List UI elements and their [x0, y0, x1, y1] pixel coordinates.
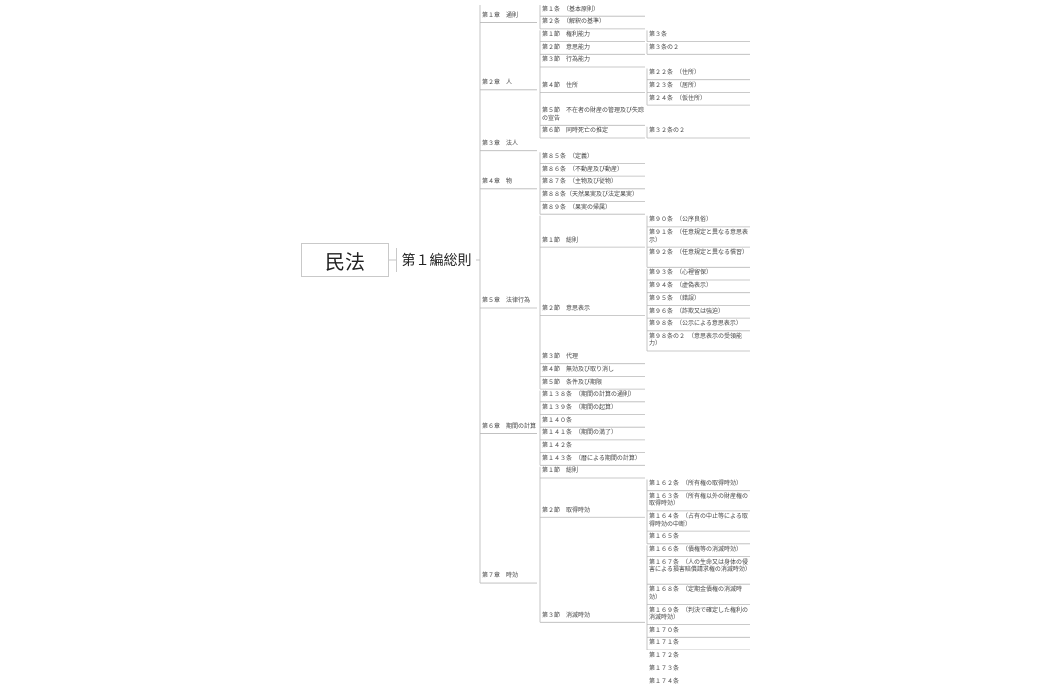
section-node[interactable]: 第８５条 （定義） [541, 153, 645, 161]
chapter-node[interactable]: 第５章 法律行為 [481, 297, 537, 305]
section-node[interactable]: 第１節 総則 [541, 467, 645, 475]
article-node[interactable]: 第９６条 （詐欺又は強迫） [648, 308, 750, 316]
article-node[interactable]: 第３条の２ [648, 44, 750, 52]
chapter-node[interactable]: 第６章 期間の計算 [481, 423, 537, 431]
article-node[interactable]: 第９３条 （心裡留保） [648, 269, 750, 277]
article-node[interactable]: 第１７３条 [648, 665, 750, 673]
section-node[interactable]: 第３節 代理 [541, 353, 645, 361]
article-node[interactable]: 第１６４条 （占有の中止等による取得時効の中断） [648, 513, 750, 528]
section-node[interactable]: 第６節 同時死亡の推定 [541, 127, 645, 135]
article-node[interactable]: 第１７４条 [648, 678, 750, 685]
article-node[interactable]: 第９８条 （公示による意思表示） [648, 320, 750, 328]
section-node[interactable]: 第４節 無効及び取り消し [541, 366, 645, 374]
article-node[interactable]: 第１７０条 [648, 627, 750, 635]
section-node[interactable]: 第８９条 （果実の帰属） [541, 204, 645, 212]
section-node[interactable]: 第５節 不在者の財産の管理及び失踪の宣告 [541, 107, 645, 122]
article-node[interactable]: 第１６７条 （人の生命又は身体の侵害による損害賠償請求権の消滅時効） [648, 559, 750, 574]
article-node[interactable]: 第２３条 （居所） [648, 82, 750, 90]
article-node[interactable]: 第９１条 （任意規定と異なる意思表示） [648, 229, 750, 244]
article-node[interactable]: 第１６８条 （定期金債権の消滅時効） [648, 586, 750, 601]
article-node[interactable]: 第２２条 （住所） [648, 69, 750, 77]
section-node[interactable]: 第８８条（天然果実及び法定果実） [541, 191, 645, 199]
article-node[interactable]: 第９８条の２ （意思表示の受領能力） [648, 333, 750, 348]
section-node[interactable]: 第４節 住所 [541, 82, 645, 90]
section-node[interactable]: 第８７条 （主物及び従物） [541, 178, 645, 186]
chapter-node[interactable]: 第３章 法人 [481, 140, 537, 148]
article-node[interactable]: 第１７２条 [648, 652, 750, 660]
chapter-node[interactable]: 第４章 物 [481, 178, 537, 186]
article-node[interactable]: 第１６６条 （債権等の消滅時効） [648, 546, 750, 554]
section-node[interactable]: 第１条 （基本原則） [541, 6, 645, 14]
section-node[interactable]: 第１４２条 [541, 442, 645, 450]
section-node[interactable]: 第１節 権利能力 [541, 31, 645, 39]
section-node[interactable]: 第１３８条 （期間の計算の通則） [541, 391, 645, 399]
article-node[interactable]: 第３２条の２ [648, 127, 750, 135]
section-node[interactable]: 第１４１条 （期間の満了） [541, 429, 645, 437]
section-node[interactable]: 第３節 行為能力 [541, 56, 645, 64]
section-node[interactable]: 第５節 条件及び期限 [541, 379, 645, 387]
chapter-node[interactable]: 第７章 時効 [481, 572, 537, 580]
section-node[interactable]: 第１３９条 （期間の起算） [541, 404, 645, 412]
section-node[interactable]: 第３節 消滅時効 [541, 612, 645, 620]
section-node[interactable]: 第１４３条 （暦による期間の計算） [541, 455, 645, 463]
article-node[interactable]: 第９２条 （任意規定と異なる慣習） [648, 249, 750, 257]
section-node[interactable]: 第８６条 （不動産及び動産） [541, 166, 645, 174]
section-node[interactable]: 第１４０条 [541, 417, 645, 425]
section-node[interactable]: 第１節 総則 [541, 237, 645, 245]
article-node[interactable]: 第９４条 （虚偽表示） [648, 282, 750, 290]
article-node[interactable]: 第１７１条 [648, 639, 750, 647]
article-node[interactable]: 第１６５条 [648, 533, 750, 541]
book-node[interactable]: 第１編総則 [396, 248, 476, 272]
section-node[interactable]: 第２条 （解釈の基準） [541, 18, 645, 26]
article-node[interactable]: 第１６３条 （所有権以外の財産権の取得時効） [648, 493, 750, 508]
article-node[interactable]: 第１６９条 （判決で確定した権利の消滅時効） [648, 607, 750, 622]
chapter-node[interactable]: 第２章 人 [481, 79, 537, 87]
article-node[interactable]: 第１６２条 （所有権の取得時効） [648, 480, 750, 488]
mind-map: 民法 第１編総則 第１章 通則第１条 （基本原則） 第２条 （解釈の基準） 第２章 … [0, 0, 1050, 650]
root-node[interactable]: 民法 [301, 243, 389, 277]
section-node[interactable]: 第２節 意思表示 [541, 305, 645, 313]
connector-lines [0, 0, 1050, 650]
section-node[interactable]: 第２節 意思能力 [541, 44, 645, 52]
article-node[interactable]: 第９０条 （公序良俗） [648, 216, 750, 224]
section-node[interactable]: 第２節 取得時効 [541, 507, 645, 515]
article-node[interactable]: 第９５条 （錯誤） [648, 295, 750, 303]
article-node[interactable]: 第３条 [648, 31, 750, 39]
article-node[interactable]: 第２４条 （仮住所） [648, 95, 750, 103]
chapter-node[interactable]: 第１章 通則 [481, 12, 537, 20]
